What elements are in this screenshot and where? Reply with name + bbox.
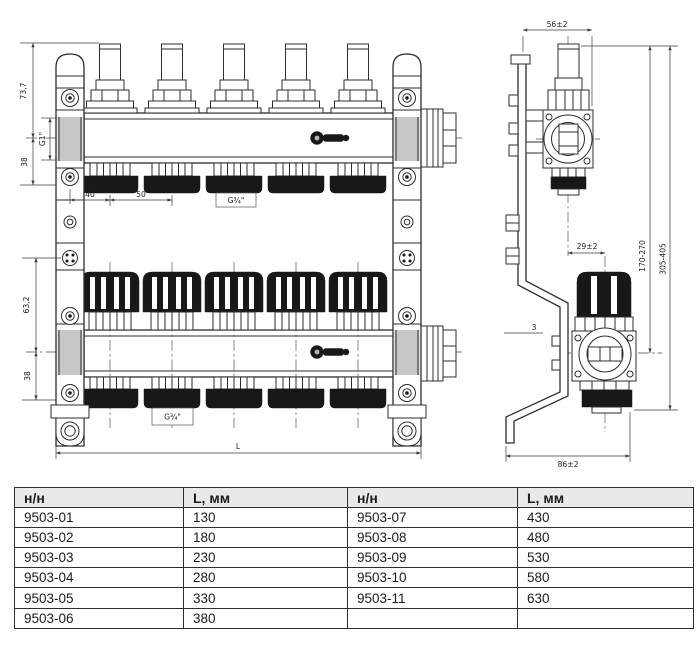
table-cell: 9503-07 (347, 507, 518, 529)
side-view-drawing: 56±2 29±2 170-270 305-405 3 86±2 (504, 20, 678, 469)
flow-meter-side (542, 43, 594, 196)
brand-mark (310, 345, 350, 359)
table-cell: 9503-02 (14, 527, 184, 549)
dim-outlet-thread-top: G¾" (228, 196, 245, 205)
table-cell: 9503-09 (347, 547, 518, 569)
table-cell: 380 (183, 607, 348, 629)
valve-side (571, 271, 637, 414)
table-header-cell: L, мм (517, 486, 694, 509)
manifold-bar-top (83, 112, 399, 164)
manifold-end-cap-bottom (420, 325, 457, 382)
dim-offset-bottom: 38 (23, 371, 32, 381)
table-cell: 430 (517, 507, 694, 529)
dim-first-outlet: 40 (85, 190, 95, 199)
table-cell: 9503-11 (347, 587, 518, 609)
table-cell (517, 607, 694, 629)
dim-overall-depth: 86±2 (558, 460, 579, 469)
front-view-drawing: 73,7 38 G1" 63,2 38 40 50 G¾" G¾" (19, 42, 462, 459)
dim-range-inner: 170-270 (638, 240, 647, 272)
table-cell: 9503-06 (14, 607, 184, 629)
table-cell: 9503-10 (347, 567, 518, 589)
technical-drawing: 73,7 38 G1" 63,2 38 40 50 G¾" G¾" (19, 20, 678, 469)
dim-outlet-thread-bottom: G¾" (164, 413, 181, 422)
wall-bracket-side (505, 54, 569, 444)
table-cell (347, 607, 518, 629)
table-header-cell: н/н (14, 486, 184, 509)
dim-axis-offset: 29±2 (577, 242, 598, 251)
side-view-dimensions: 56±2 29±2 170-270 305-405 3 86±2 (504, 20, 678, 469)
table-cell: 9503-01 (14, 507, 184, 529)
dim-range-outer: 305-405 (659, 243, 668, 275)
table-cell: 230 (183, 547, 348, 569)
table-cell: 180 (183, 527, 348, 549)
dim-height-top: 73,7 (19, 82, 28, 99)
mounting-bracket-left (50, 53, 90, 447)
manifold-end-cap-top (420, 108, 457, 168)
table-cell: 630 (517, 587, 694, 609)
front-view-dimensions: 73,7 38 G1" 63,2 38 40 50 G¾" G¾" (19, 42, 422, 459)
table-cell: 130 (183, 507, 348, 529)
dim-inlet-thread: G1" (38, 132, 47, 146)
dim-outlet-spacing: 50 (136, 190, 146, 199)
table-cell: 9503-08 (347, 527, 518, 549)
brand-mark (310, 131, 350, 145)
manifold-bar-bottom (83, 329, 399, 378)
table-header-cell: L, мм (183, 486, 348, 509)
dim-overall-length: L (236, 442, 241, 451)
dim-height-bottom: 63,2 (22, 296, 31, 313)
table-cell: 330 (183, 587, 348, 609)
mounting-bracket-right (387, 53, 427, 447)
dim-bracket-thickness: 3 (532, 323, 537, 332)
table-cell: 480 (517, 527, 694, 549)
table-cell: 9503-03 (14, 547, 184, 569)
table-cell: 580 (517, 567, 694, 589)
table-cell: 280 (183, 567, 348, 589)
table-cell: 9503-05 (14, 587, 184, 609)
dim-top-width: 56±2 (547, 20, 568, 29)
table-header-cell: н/н (347, 486, 518, 509)
table-cell: 530 (517, 547, 694, 569)
dim-offset-top: 38 (20, 157, 29, 167)
table-cell: 9503-04 (14, 567, 184, 589)
